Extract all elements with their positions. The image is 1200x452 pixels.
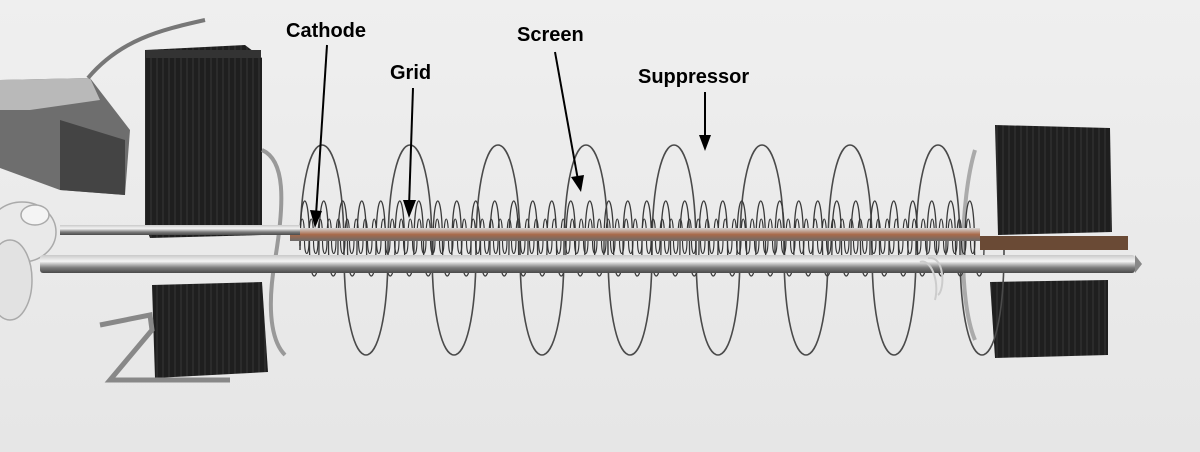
label-screen: Screen	[517, 24, 584, 46]
label-suppressor: Suppressor	[638, 66, 750, 88]
support-rod-upper	[60, 225, 300, 235]
mica-spacer-left	[145, 45, 262, 238]
leader-lines	[315, 44, 706, 216]
fiber	[919, 256, 944, 301]
metal-clamp	[0, 18, 206, 195]
rod-end-right	[980, 236, 1128, 250]
mica-spacer-right	[990, 125, 1112, 358]
cathode-sleeve	[290, 228, 980, 241]
support-bracket	[99, 312, 230, 383]
support-rod	[40, 255, 1135, 273]
label-grid: Grid	[390, 62, 432, 84]
label-cathode: Cathode	[286, 20, 366, 42]
suppressor-helix	[299, 144, 1005, 356]
screen-helix	[299, 200, 985, 277]
glass-bead	[0, 201, 57, 321]
arrow-heads	[310, 135, 711, 228]
mica-spacer-left-lower	[152, 282, 268, 378]
support-wire-right	[961, 149, 977, 341]
grid-helix	[299, 218, 976, 255]
